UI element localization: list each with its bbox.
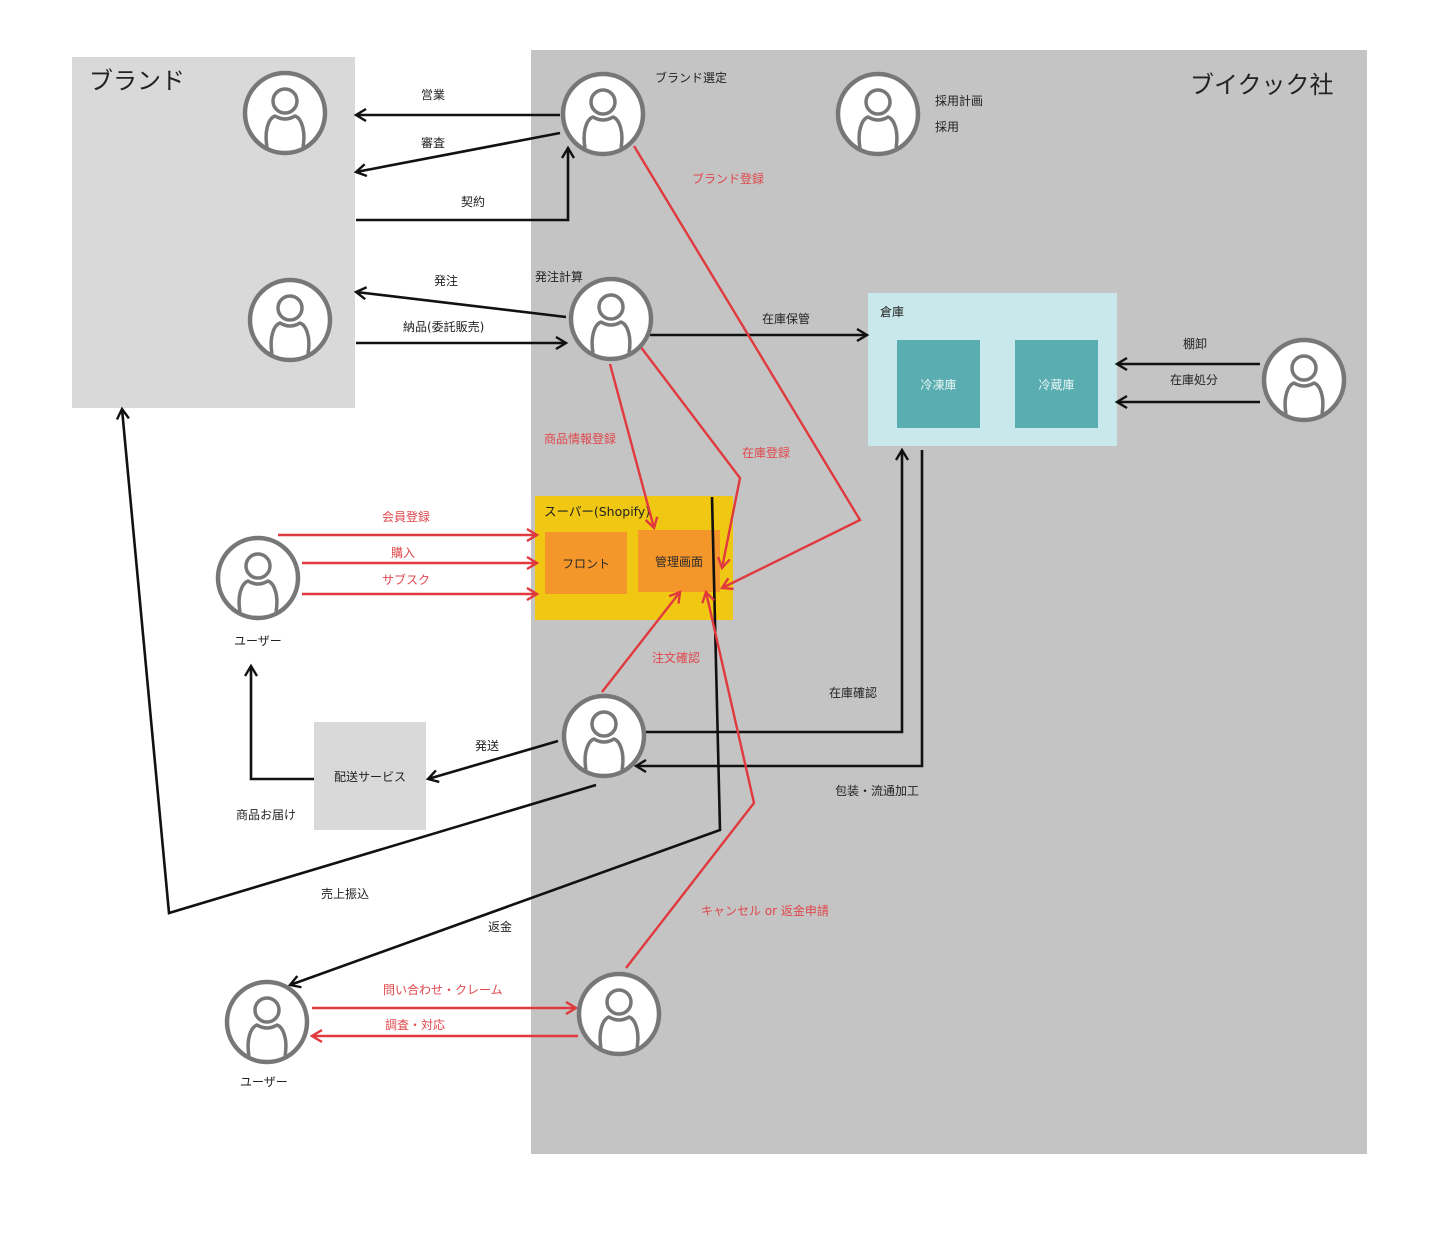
brand-sales-contact[interactable] [242, 70, 328, 156]
label-cancel-refund: キャンセル or 返金申請 [701, 904, 829, 918]
support-staff[interactable] [576, 971, 662, 1057]
label-investigation: 調査・対応 [385, 1018, 446, 1032]
warehouse-staff[interactable] [1261, 337, 1347, 423]
freezer-room[interactable]: 冷凍庫 [897, 340, 980, 428]
order-planning-label: 発注計算 [535, 270, 584, 284]
person-icon [247, 277, 333, 363]
warehouse-title: 倉庫 [880, 305, 905, 319]
label-product-registration: 商品情報登録 [544, 432, 617, 446]
label-inventory-registration: 在庫登録 [742, 446, 791, 460]
user-top-label: ユーザー [234, 634, 282, 648]
person-icon [1261, 337, 1347, 423]
label-inventory-storage: 在庫保管 [762, 312, 811, 326]
label-subscription: サブスク [382, 573, 431, 587]
delivery-service-box[interactable]: 配送サービス [314, 722, 426, 830]
hiring-plan-label: 採用計画 [935, 94, 984, 108]
label-inventory-disposal: 在庫処分 [1170, 373, 1219, 387]
freezer-label: 冷凍庫 [920, 377, 957, 392]
shopify-title: スーパー(Shopify) [544, 506, 651, 519]
label-inventory-check: 在庫確認 [829, 686, 878, 700]
shopify-admin-label: 管理画面 [654, 554, 703, 569]
person-icon [242, 70, 328, 156]
refrigerator-room[interactable]: 冷蔵庫 [1015, 340, 1098, 428]
label-inquiry: 問い合わせ・クレーム [383, 983, 503, 997]
label-sales-transfer: 売上振込 [321, 887, 370, 901]
label-product-delivery: 商品お届け [236, 808, 297, 822]
user-bottom[interactable] [224, 979, 310, 1065]
order-planning-staff[interactable] [568, 276, 654, 362]
person-icon [215, 535, 301, 621]
label-contract: 契約 [461, 195, 486, 209]
shopify-panel[interactable]: スーパー(Shopify) フロント 管理画面 [535, 496, 733, 620]
brand-selection-label: ブランド選定 [655, 71, 728, 85]
user-top[interactable] [215, 535, 301, 621]
person-icon [835, 71, 921, 157]
person-icon [568, 276, 654, 362]
refrigerator-label: 冷蔵庫 [1038, 377, 1075, 392]
label-brand-registration: ブランド登録 [692, 172, 765, 186]
label-order-confirm: 注文確認 [652, 651, 701, 665]
shopify-front-label: フロント [561, 556, 610, 571]
shopify-front[interactable]: フロント [545, 532, 627, 594]
label-refund: 返金 [488, 920, 513, 934]
arrow-product-delivery [251, 666, 314, 781]
label-order: 発注 [434, 274, 459, 288]
user-bottom-label: ユーザー [240, 1075, 288, 1089]
arrow-sales-transfer [122, 409, 597, 915]
delivery-service-label: 配送サービス [333, 769, 406, 784]
person-icon [561, 693, 647, 779]
company-group-title: ブイクック社 [1190, 71, 1334, 99]
label-review: 審査 [421, 136, 446, 150]
person-icon [560, 71, 646, 157]
label-purchase: 購入 [391, 546, 416, 560]
brand-group-title: ブランド [89, 67, 185, 95]
label-packaging: 包装・流通加工 [835, 784, 920, 798]
hiring-label: 採用 [935, 120, 960, 134]
brand-selection-staff[interactable] [560, 71, 646, 157]
shipping-staff[interactable] [561, 693, 647, 779]
label-stocktaking: 棚卸 [1183, 337, 1208, 351]
shopify-admin[interactable]: 管理画面 [638, 530, 720, 592]
warehouse-panel[interactable]: 倉庫 冷凍庫 冷蔵庫 [868, 293, 1117, 446]
person-icon [224, 979, 310, 1065]
label-shipping: 発送 [475, 739, 500, 753]
arrow-review [356, 131, 561, 172]
brand-order-contact[interactable] [247, 277, 333, 363]
label-sales: 営業 [421, 88, 446, 102]
label-delivery-consignment: 納品(委託販売) [403, 320, 485, 334]
label-membership: 会員登録 [382, 510, 431, 524]
person-icon [576, 971, 662, 1057]
hiring-staff[interactable] [835, 71, 921, 157]
